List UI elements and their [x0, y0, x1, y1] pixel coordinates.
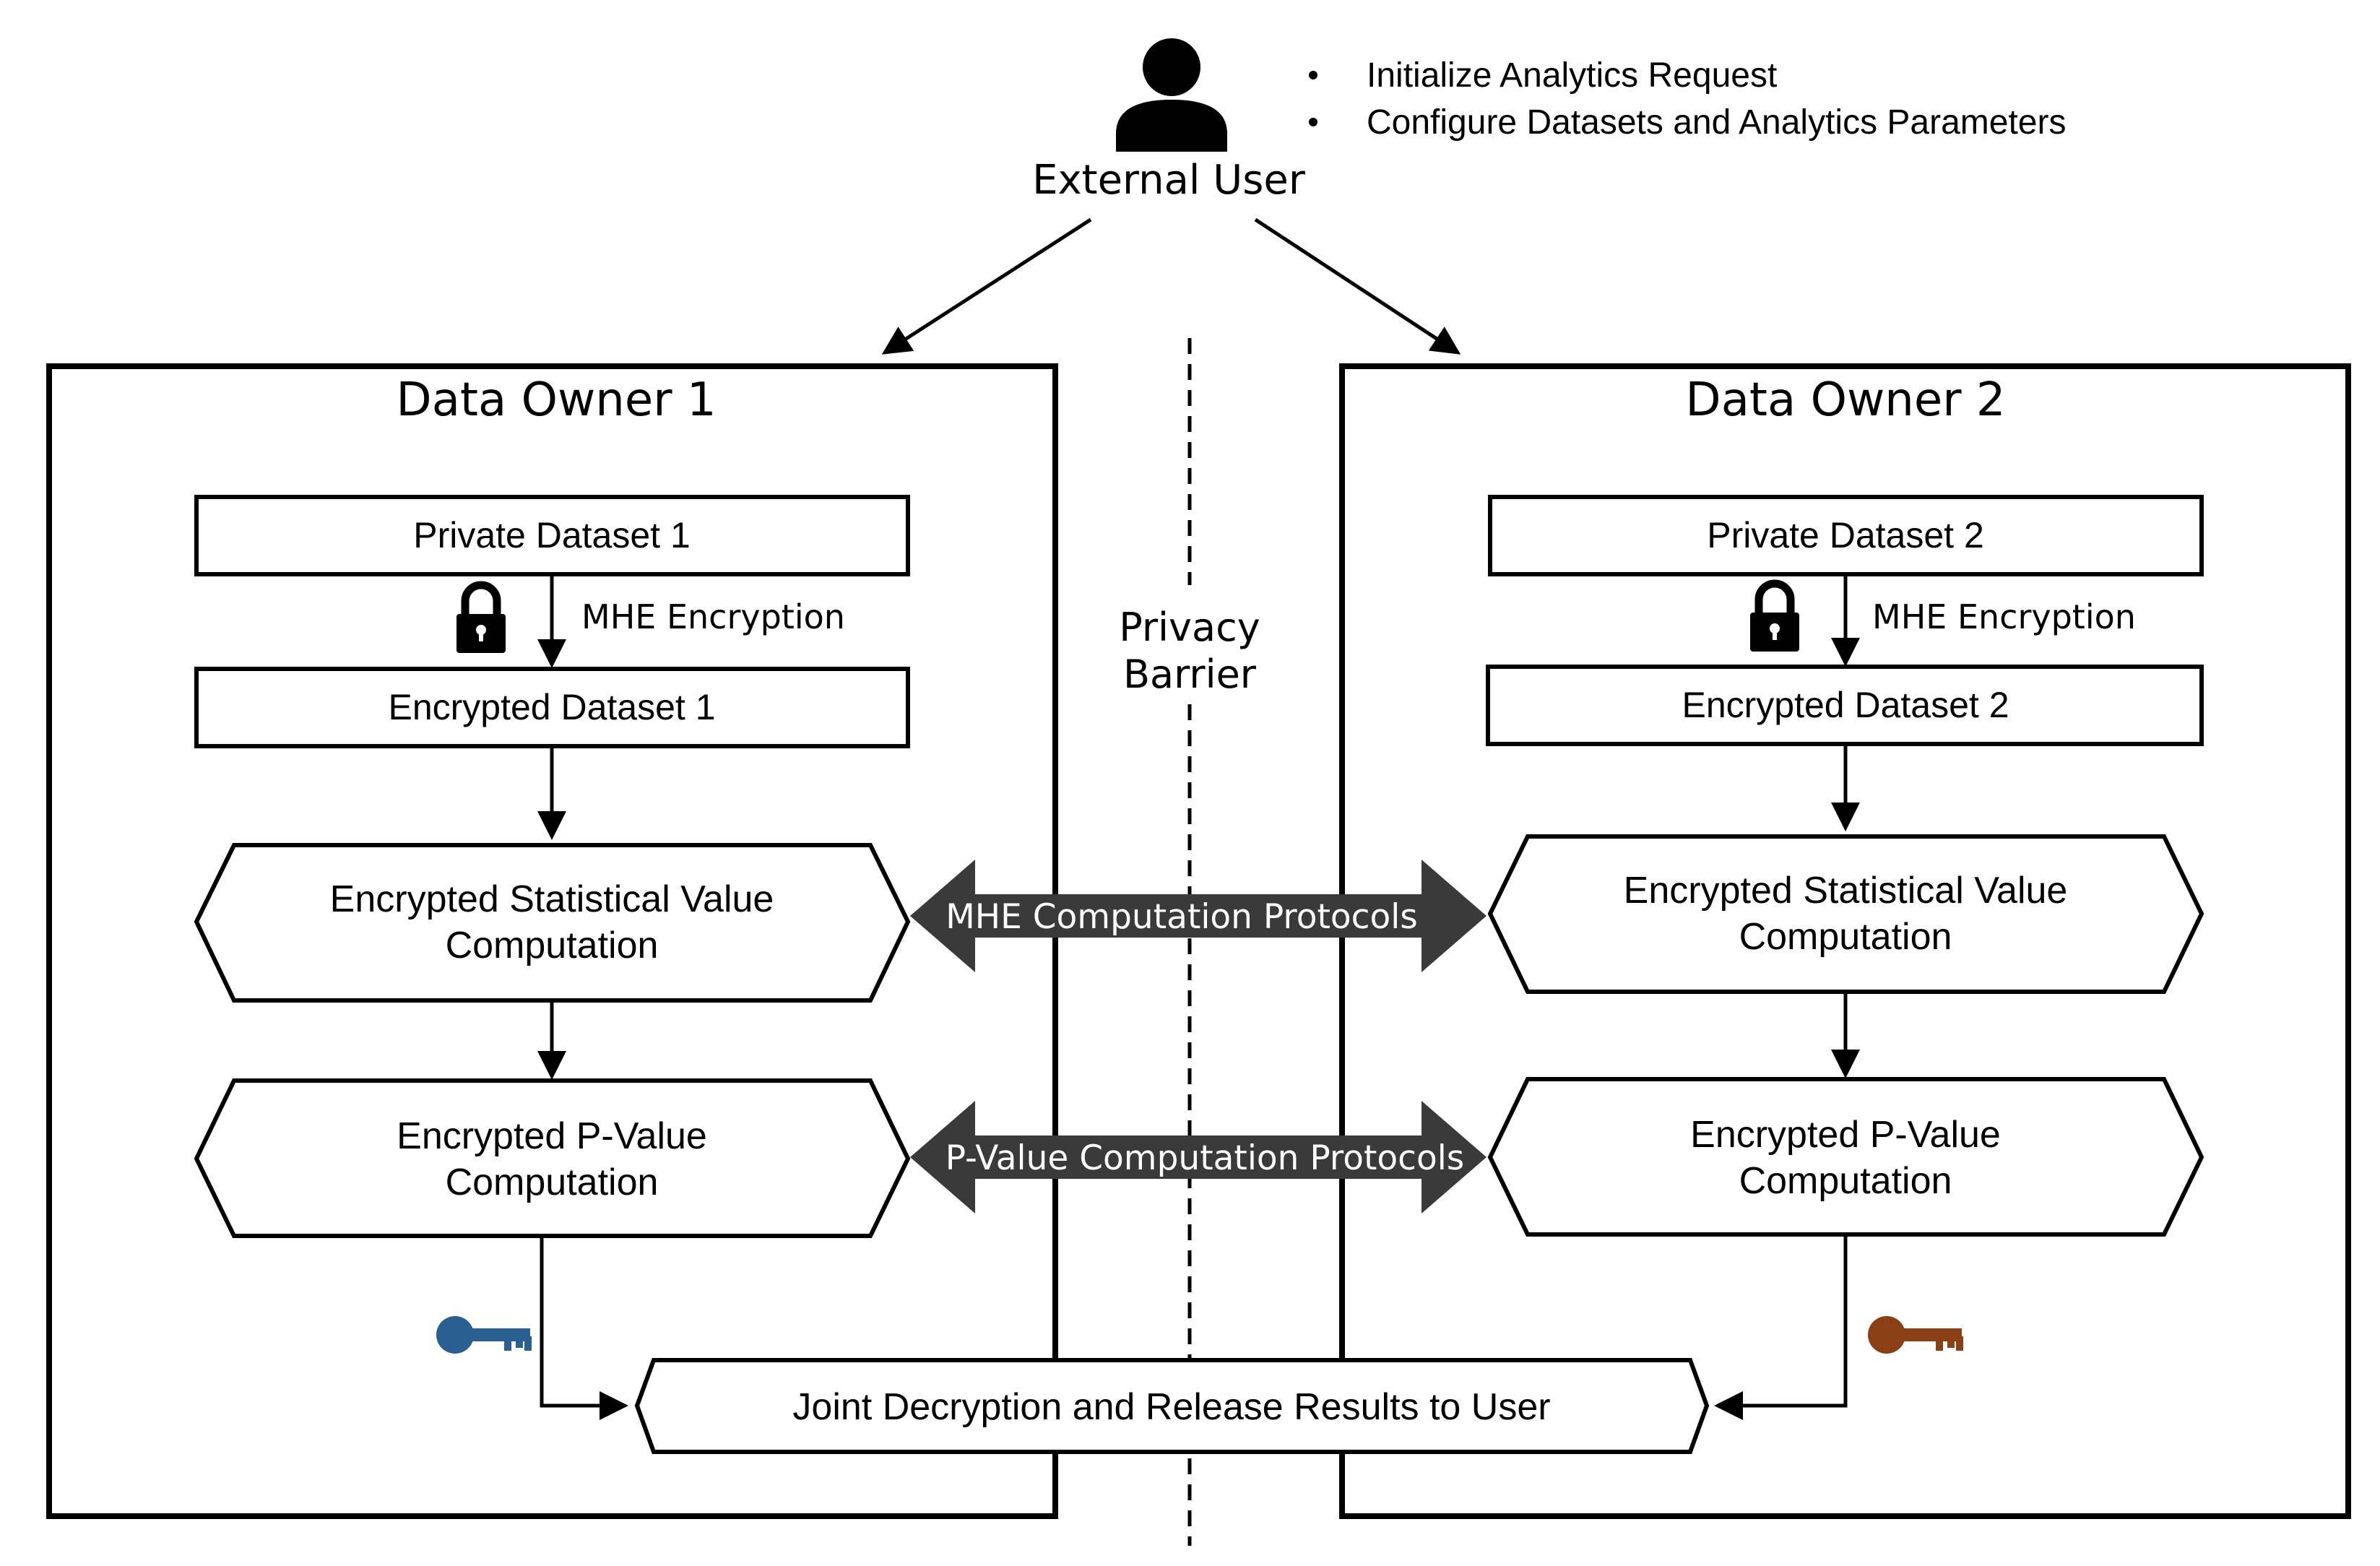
stat-computation-1-label: Encrypted Statistical Value [330, 878, 774, 920]
pvalue-computation-2-label: Encrypted P-Value [1690, 1114, 2001, 1156]
private-dataset-1-label: Private Dataset 1 [413, 515, 691, 555]
bullet-dot [1309, 118, 1317, 126]
data-owner-2-title: Data Owner 2 [1685, 373, 2005, 427]
encrypted-dataset-2-label: Encrypted Dataset 2 [1682, 685, 2009, 725]
person-icon [1116, 38, 1227, 152]
data-owner-2-frame [1339, 363, 2351, 1519]
pval1-to-joint-arrow [540, 1236, 628, 1420]
key-icon [1868, 1316, 1963, 1354]
mhe-protocols-label: MHE Computation Protocols [945, 897, 1418, 937]
private-dataset-2-label: Private Dataset 2 [1707, 515, 1984, 555]
encrypted-dataset-1-label: Encrypted Dataset 1 [388, 687, 715, 727]
stat-computation-2-hexagon [1487, 834, 2204, 994]
data-owner-1-frame [46, 363, 1058, 1519]
pvalue-computation-2-label: Computation [1739, 1160, 1952, 1202]
pvalue-computation-1-hexagon [194, 1078, 911, 1238]
key-icon [436, 1316, 532, 1354]
encrypted-dataset-1-box [194, 667, 910, 748]
user-to-owner2-arrow [1254, 217, 1461, 355]
data-owner-1-title: Data Owner 1 [396, 373, 716, 427]
external-user-label: External User [1032, 157, 1306, 204]
stat-computation-1-label: Computation [446, 925, 659, 966]
stat-computation-2-label: Encrypted Statistical Value [1624, 870, 2068, 912]
encrypted-dataset-2-box [1486, 665, 2204, 746]
lock-icon [1750, 584, 1799, 652]
joint-decryption-label: Joint Decryption and Release Results to … [792, 1386, 1550, 1428]
joint-decryption-hexagon [634, 1358, 1710, 1454]
mhe-protocols-arrow [910, 860, 1487, 972]
pvalue-protocols-label: P-Value Computation Protocols [945, 1138, 1465, 1178]
bullet-dot [1309, 71, 1317, 79]
privacy-barrier-label: Privacy [1119, 605, 1260, 650]
pvalue-computation-2-hexagon [1487, 1077, 2204, 1237]
private-dataset-2-box [1488, 495, 2204, 576]
pvalue-protocols-arrow [910, 1101, 1487, 1214]
pval2-to-joint-arrow [1714, 1234, 1848, 1420]
stat-computation-2-label: Computation [1739, 916, 1952, 958]
bullet-configure-datasets: Configure Datasets and Analytics Paramet… [1367, 103, 2066, 142]
pvalue-computation-1-label: Computation [446, 1161, 659, 1203]
private-dataset-1-box [194, 495, 910, 576]
mhe-encryption-label-1: MHE Encryption [581, 597, 845, 636]
bullet-initialize-request: Initialize Analytics Request [1367, 56, 1777, 95]
user-to-owner1-arrow [881, 217, 1092, 355]
stat-computation-1-hexagon [194, 843, 911, 1003]
privacy-barrier-label: Barrier [1123, 652, 1257, 697]
pvalue-computation-1-label: Encrypted P-Value [397, 1115, 707, 1157]
mhe-encryption-label-2: MHE Encryption [1872, 597, 2136, 636]
lock-icon [456, 585, 506, 653]
